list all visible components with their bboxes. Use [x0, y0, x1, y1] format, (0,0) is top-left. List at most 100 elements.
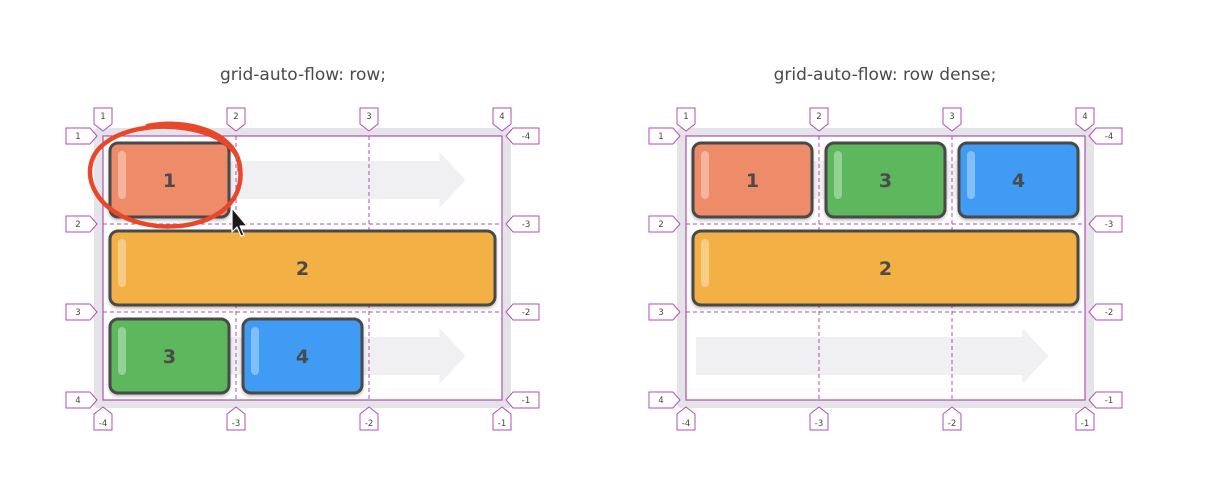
grid-lines [685, 135, 1086, 401]
grid-item-4: 4 [241, 317, 364, 395]
column-line-tag-text: 3 [366, 112, 371, 122]
row-line-tag [505, 303, 540, 321]
column-line-tag [676, 406, 696, 431]
grid-item-box [691, 229, 1080, 307]
row-line-tag-text: -2 [1105, 308, 1113, 318]
grid-item-4: 4 [957, 141, 1080, 219]
column-line-tag [1075, 406, 1095, 431]
column-line-tag [93, 406, 113, 431]
column-line-tag-text: -1 [1081, 419, 1089, 429]
row-line-tag [1088, 215, 1123, 233]
row-line-tag-text: -3 [522, 220, 530, 230]
column-line-tag-text: 2 [816, 112, 821, 122]
grid-item-3: 3 [108, 317, 231, 395]
grid-item-box [957, 141, 1080, 219]
row-line-tag-text: 4 [658, 396, 663, 406]
column-line-tag [359, 107, 379, 132]
column-line-tag-text: -3 [815, 419, 823, 429]
grid-item-label: 1 [746, 170, 759, 192]
row-line-tag-text: 3 [75, 308, 80, 318]
grid-item-box [824, 141, 947, 219]
row-line-tag-text: 2 [658, 220, 663, 230]
item-gloss [251, 327, 259, 375]
row-line-tag [648, 215, 681, 233]
row-line-tag-text: 1 [75, 132, 80, 142]
column-line-tag-text: -3 [232, 419, 240, 429]
grid-item-1: 1 [691, 141, 814, 219]
row-line-tag-text: 2 [75, 220, 80, 230]
column-line-tag-text: -4 [682, 419, 690, 429]
flow-arrow-icon [695, 328, 1049, 384]
column-line-tag-text: -2 [365, 419, 373, 429]
row-line-tag-text: -1 [1105, 396, 1113, 406]
grid-lines [102, 135, 503, 401]
column-line-tag-text: -4 [99, 419, 107, 429]
item-gloss [701, 151, 709, 199]
item-gloss [118, 239, 126, 287]
row-line-tag-text: -2 [522, 308, 530, 318]
grid-item-label: 2 [879, 258, 892, 280]
row-line-tag [65, 215, 98, 233]
row-line-tag [1088, 127, 1123, 145]
grid-border [685, 135, 1086, 401]
column-line-tag-text: 2 [233, 112, 238, 122]
row-line-tag [648, 303, 681, 321]
column-line-tag [226, 107, 246, 132]
item-gloss [118, 327, 126, 375]
column-line-tag-text: 1 [683, 112, 688, 122]
diagram-title: grid-auto-flow: row dense; [774, 65, 997, 85]
grid-item-box [108, 229, 497, 307]
row-line-tag [1088, 391, 1123, 409]
column-line-tag [492, 107, 512, 132]
row-line-tag [1088, 303, 1123, 321]
row-line-tag [648, 127, 681, 145]
grid-item-box [691, 141, 814, 219]
column-line-tag [809, 107, 829, 132]
column-line-tag-text: 1 [100, 112, 105, 122]
item-gloss [701, 239, 709, 287]
row-line-tag-text: -4 [522, 132, 530, 142]
grid-item-box [108, 317, 231, 395]
grid-item-label: 4 [296, 346, 309, 368]
column-line-tag-text: 4 [499, 112, 504, 122]
grid-item-2: 2 [108, 229, 497, 307]
highlight-circle [87, 121, 243, 229]
row-line-tag [505, 127, 540, 145]
column-line-tag [676, 107, 696, 132]
grid-item-1: 1 [108, 141, 231, 219]
row-line-tag-text: 4 [75, 396, 80, 406]
row-line-tag [65, 391, 98, 409]
column-line-tag [1075, 107, 1095, 132]
column-line-tag [226, 406, 246, 431]
item-gloss [834, 151, 842, 199]
row-line-tag [505, 391, 540, 409]
grid-border [102, 135, 503, 401]
column-line-tag [93, 107, 113, 132]
grid-item-box [241, 317, 364, 395]
grid-item-label: 3 [163, 346, 176, 368]
row-line-tag-text: -4 [1105, 132, 1113, 142]
grid-item-label: 3 [879, 170, 892, 192]
column-line-tag-text: -1 [498, 419, 506, 429]
row-line-tag [65, 127, 98, 145]
grid-item-2: 2 [691, 229, 1080, 307]
column-line-tag [942, 107, 962, 132]
column-line-tag-text: 3 [949, 112, 954, 122]
mouse-cursor-icon [231, 207, 248, 237]
line-number-tags: 1-42-33-24-11-42-33-24-1 [648, 107, 1123, 431]
item-gloss [967, 151, 975, 199]
column-line-tag-text: 4 [1082, 112, 1087, 122]
grid-item-label: 1 [163, 170, 176, 192]
column-line-tag [942, 406, 962, 431]
column-line-tag [359, 406, 379, 431]
column-line-tag [492, 406, 512, 431]
row-line-tag-text: -3 [1105, 220, 1113, 230]
row-line-tag [65, 303, 98, 321]
line-number-tags: 1 -4 2 -3 3 -2 4 -1 1 -4 2 -3 3 -2 4 -1 [65, 107, 540, 431]
row-line-tag-text: -1 [522, 396, 530, 406]
row-line-tag [648, 391, 681, 409]
grid-item-label: 4 [1012, 170, 1025, 192]
grid-item-3: 3 [824, 141, 947, 219]
